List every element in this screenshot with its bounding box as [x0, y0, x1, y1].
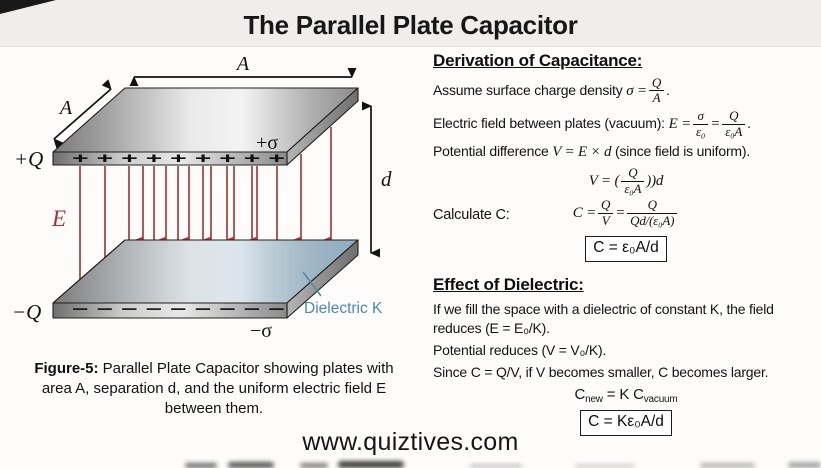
cnew-mid: = K C — [602, 385, 644, 403]
sigma-bottom-label: −σ — [250, 320, 272, 342]
area-label-side: A — [58, 97, 73, 119]
cnew-sub-vacuum: vacuum — [643, 393, 678, 405]
potential-line: Potential difference V = E × d (since fi… — [433, 142, 819, 162]
assume-end: . — [666, 81, 670, 98]
derivation-heading: Derivation of Capacitance: — [433, 51, 643, 70]
capacitor-diagram: A A + + + + + + + + + +σ +Q — [12, 53, 392, 342]
watermark-url: www.quiztives.com — [302, 428, 519, 456]
v-eq-post: ))d — [646, 173, 664, 190]
capacitance-result-box: C = ε₀A/d — [585, 236, 667, 263]
dielectric-p3: Since C = Q/V, if V becomes smaller, C b… — [433, 364, 769, 380]
bottom-plate — [52, 239, 359, 319]
title-band — [0, 0, 821, 47]
separation-label: d — [381, 167, 392, 191]
v-eq-pre: V = ( — [588, 173, 620, 190]
efield-line: Electric field between plates (vacuum): … — [433, 108, 819, 139]
potential-text2: (since field is uniform). — [611, 143, 751, 160]
page-title: The Parallel Plate Capacitor — [243, 10, 578, 40]
calculate-label: Calculate C: — [433, 207, 510, 224]
dielectric-label: Dielectric K — [304, 300, 383, 317]
c-eq-mid: = — [615, 205, 626, 222]
dimension-arrow-depth — [53, 79, 112, 149]
c-eq-pre: C = — [572, 205, 596, 222]
field-label: E — [51, 206, 66, 231]
charge-top-label: +Q — [14, 147, 43, 171]
capacitance-result-wrap: C = ε₀A/d — [433, 236, 819, 263]
dielectric-p1: If we fill the space with a dielectric o… — [433, 301, 774, 337]
figure-caption: Figure-5: Parallel Plate Capacitor showi… — [18, 359, 410, 418]
efield-math1: E = — [668, 115, 692, 132]
cnew-sub-new: new — [585, 393, 603, 405]
assume-text: Assume surface charge density — [433, 81, 627, 98]
plus-charge-row: + + + + + + + + + — [72, 150, 285, 167]
figure-caption-label: Figure-5: — [34, 360, 99, 377]
dielectric-result-wrap: C = Kε₀A/d — [433, 410, 819, 437]
efield-text: Electric field between plates (vacuum): — [433, 114, 669, 131]
top-plate — [52, 87, 359, 166]
dielectric-leader-line — [302, 271, 322, 297]
assume-math: σ = — [626, 82, 647, 99]
minus-charge-row: − − − − − − − − − — [72, 301, 285, 318]
dielectric-p2: Potential reduces (V = V₀/K). — [433, 342, 607, 359]
area-label-top: A — [235, 53, 250, 75]
sigma-top-label: +σ — [256, 132, 278, 154]
derivation-panel: Derivation of Capacitance: Assume surfac… — [433, 50, 819, 437]
field-arrows — [80, 127, 332, 289]
efield-end: . — [747, 114, 751, 131]
cnew-c: C — [574, 385, 586, 403]
potential-math: V = E × d — [552, 144, 612, 161]
charge-bottom-label: −Q — [12, 300, 41, 324]
cnew-equation: Cnew = K Cvacuum — [433, 385, 819, 407]
efield-math2: = — [710, 115, 721, 132]
figure-caption-text: Parallel Plate Capacitor showing plates … — [41, 360, 394, 417]
dielectric-heading: Effect of Dielectric: — [433, 275, 584, 295]
dielectric-result-box: C = Kε₀A/d — [580, 410, 672, 437]
potential-text1: Potential difference — [433, 143, 553, 160]
